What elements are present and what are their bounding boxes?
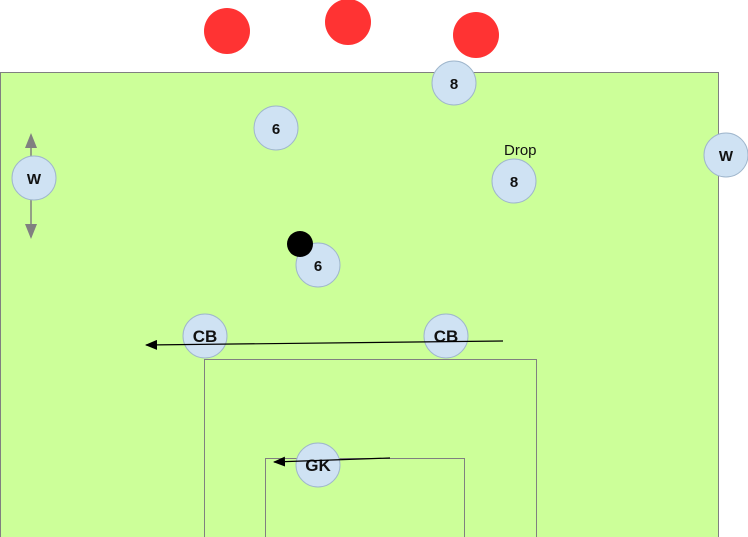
player-marker [11, 155, 57, 201]
opponent-marker [453, 12, 499, 58]
player-w-left: W [11, 155, 57, 201]
player-label: W [27, 171, 42, 188]
winger-arrowhead-down [25, 224, 37, 239]
player-marker [491, 158, 537, 204]
player-label: 6 [314, 258, 322, 275]
pitch [0, 72, 719, 537]
player-marker [703, 132, 748, 178]
player-label: 6 [272, 121, 280, 138]
player-marker [423, 313, 469, 359]
penalty-box [204, 359, 537, 537]
player-marker [253, 105, 299, 151]
winger-arrowhead-up [25, 133, 37, 148]
player-marker [295, 442, 341, 488]
player-label: 8 [510, 174, 518, 191]
player-cb-left: CB [182, 313, 228, 359]
player-marker [431, 60, 477, 106]
player-label: 8 [450, 76, 458, 93]
player-6-top: 6 [253, 105, 299, 151]
player-w-right: W [703, 132, 748, 178]
pass-arrow-gk [273, 456, 391, 467]
player-label: GK [305, 456, 331, 475]
player-gk: GK [295, 442, 341, 488]
player-cb-right: CB [423, 313, 469, 359]
player-marker [182, 313, 228, 359]
player-8-top: 8 [431, 60, 477, 106]
opponent-marker [204, 8, 250, 54]
player-8-mid: 8 [491, 158, 537, 204]
player-label: W [719, 148, 734, 165]
drop-label: Drop [504, 142, 537, 159]
player-label: CB [434, 327, 459, 346]
ball [287, 231, 313, 257]
player-label: CB [193, 327, 218, 346]
pass-arrow-cb [145, 339, 504, 350]
opponent-marker [325, 0, 371, 45]
